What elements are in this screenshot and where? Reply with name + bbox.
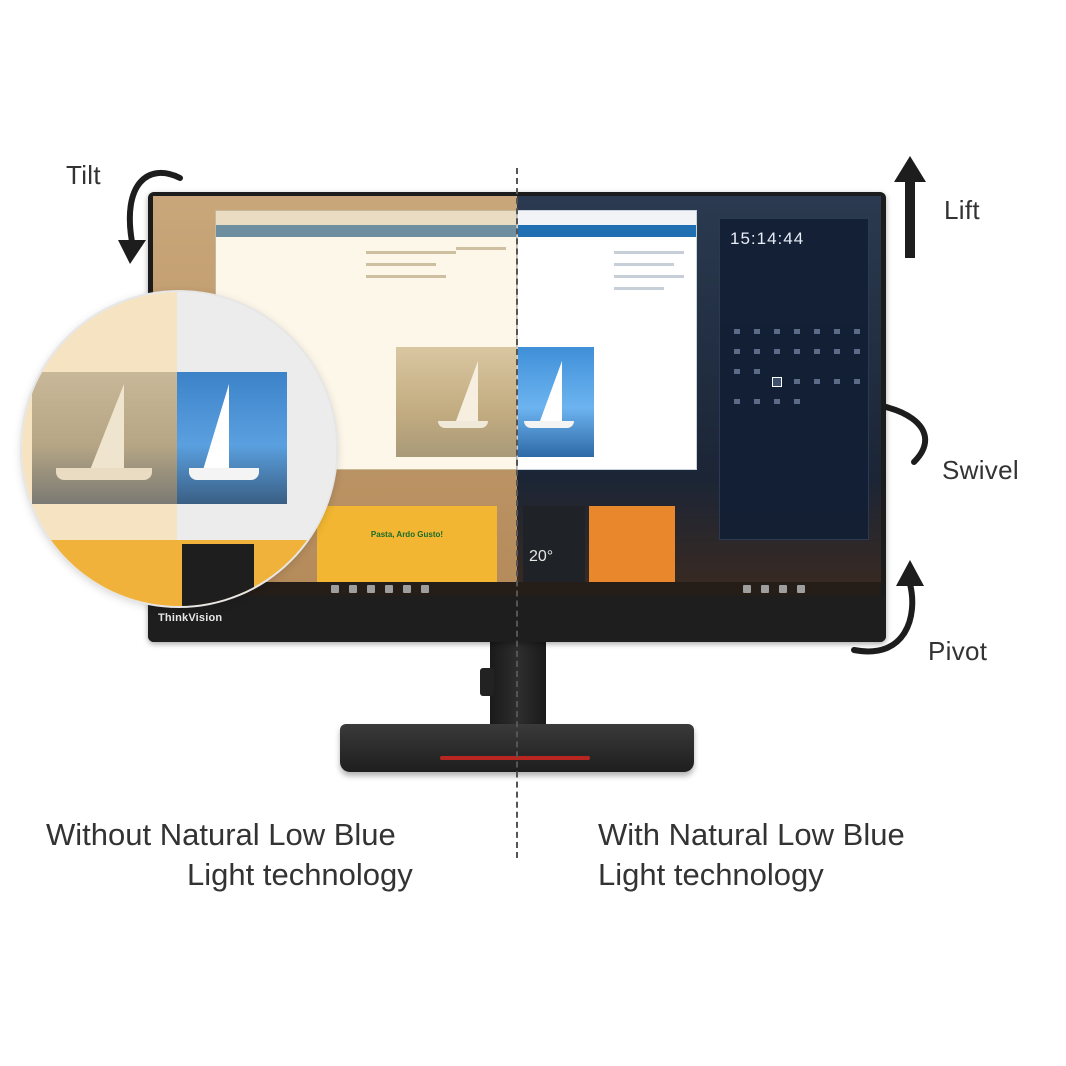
magnified-photo-cool bbox=[177, 372, 287, 504]
tilt-arrow-icon bbox=[118, 170, 183, 264]
window-titlebar bbox=[216, 211, 516, 225]
recipe-tile: Pasta, Ardo Gusto! bbox=[317, 506, 497, 582]
taskbar-icon[interactable] bbox=[403, 585, 411, 593]
taskbar-icon[interactable] bbox=[367, 585, 375, 593]
tilt-label: Tilt bbox=[66, 160, 101, 190]
window-toolbar bbox=[216, 225, 516, 237]
taskbar-icon[interactable] bbox=[797, 585, 805, 593]
pivot-label: Pivot bbox=[928, 636, 988, 666]
caption-with-line2: Light technology bbox=[598, 857, 824, 892]
taskbar-icon[interactable] bbox=[349, 585, 357, 593]
magnified-photo-warm bbox=[32, 372, 177, 504]
caption-with-line1: With Natural Low Blue bbox=[598, 817, 905, 852]
taskbar-icon[interactable] bbox=[421, 585, 429, 593]
window-toolbar bbox=[518, 225, 696, 237]
magnified-tile-yellow bbox=[22, 540, 336, 606]
stand-knob bbox=[480, 668, 494, 696]
caption-without-line2: Light technology bbox=[187, 857, 413, 892]
lift-arrow-icon bbox=[894, 156, 926, 258]
calendar-panel: 15:14:44 bbox=[719, 218, 869, 540]
magnifier-zoom bbox=[22, 292, 336, 606]
taskbar-icon[interactable] bbox=[385, 585, 393, 593]
comparison-divider bbox=[516, 168, 518, 858]
taskbar-icon[interactable] bbox=[779, 585, 787, 593]
sailboat-photo-cool bbox=[518, 347, 594, 457]
base-accent-stripe bbox=[440, 756, 590, 760]
lift-label: Lift bbox=[944, 195, 980, 225]
mail-window-cool bbox=[517, 210, 697, 470]
recipe-tile-title: Pasta, Ardo Gusto! bbox=[370, 530, 444, 539]
magnified-tile-dark bbox=[182, 544, 254, 606]
brand-logo: ThinkVision bbox=[158, 612, 223, 624]
weather-temp: 20° bbox=[529, 548, 554, 565]
taskbar-icon[interactable] bbox=[761, 585, 769, 593]
photo-tile bbox=[589, 506, 675, 582]
taskbar-icon[interactable] bbox=[743, 585, 751, 593]
swivel-label: Swivel bbox=[942, 455, 1019, 485]
pivot-arrow-icon bbox=[851, 560, 924, 655]
window-titlebar bbox=[518, 211, 696, 225]
calendar-today bbox=[772, 377, 782, 387]
caption-without-line1: Without Natural Low Blue bbox=[46, 817, 396, 852]
clock: 15:14:44 bbox=[730, 229, 805, 248]
weather-tile: 20° bbox=[523, 506, 585, 582]
sailboat-photo-warm bbox=[396, 347, 518, 457]
